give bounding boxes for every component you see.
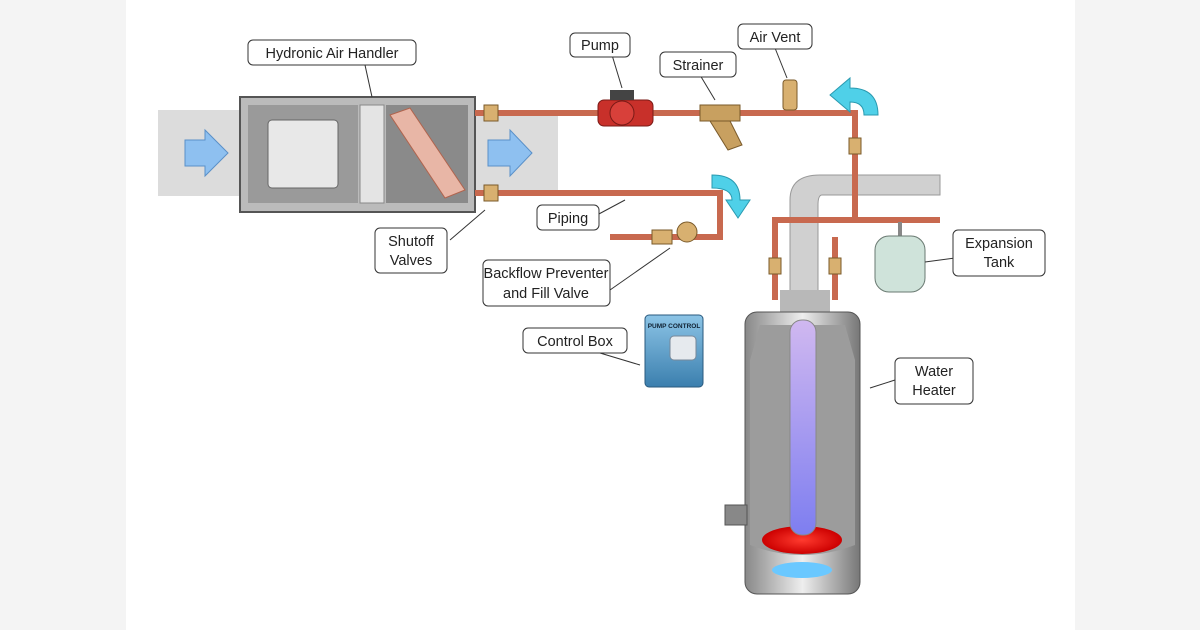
svg-text:Tank: Tank (984, 255, 1015, 271)
strainer (699, 104, 743, 151)
svg-text:and Fill Valve: and Fill Valve (503, 286, 589, 302)
label-strainer: Strainer (659, 51, 737, 78)
air-in-arrow-icon (184, 128, 229, 178)
svg-text:Valves: Valves (390, 253, 432, 269)
svg-text:Strainer: Strainer (673, 58, 724, 74)
flow-arrow-icon (711, 174, 751, 219)
flue-vent (780, 174, 941, 312)
svg-text:Piping: Piping (548, 211, 588, 227)
label-pump: Pump (569, 32, 631, 58)
svg-text:Air Vent: Air Vent (750, 30, 801, 46)
right-margin (1075, 0, 1200, 630)
svg-text:Pump: Pump (581, 38, 619, 54)
flow-arrow-icon (829, 76, 879, 116)
label-backflow-preventer: Backflow Preventer and Fill Valve (482, 259, 611, 307)
air-out-arrow-icon (487, 128, 533, 178)
leader-lines (364, 47, 956, 389)
label-air-vent: Air Vent (737, 23, 813, 50)
control-box-panel-label: PUMP CONTROL (648, 323, 701, 330)
control-box: PUMP CONTROL (644, 314, 704, 388)
expansion-tank (874, 222, 926, 293)
backflow-preventer (651, 221, 698, 245)
svg-text:Water: Water (915, 364, 953, 380)
svg-text:Control Box: Control Box (537, 334, 614, 350)
air-vent (782, 79, 798, 111)
label-control-box: Control Box (522, 327, 628, 354)
label-piping: Piping (536, 204, 600, 231)
pump (597, 90, 654, 127)
water-heater (724, 311, 861, 595)
label-hydronic-air-handler: Hydronic Air Handler (247, 39, 417, 66)
air-handler (239, 96, 476, 213)
svg-text:Backflow Preventer: Backflow Preventer (484, 266, 609, 282)
svg-text:Shutoff: Shutoff (388, 234, 435, 250)
svg-text:Hydronic Air Handler: Hydronic Air Handler (266, 46, 399, 62)
shutoff-valve (483, 104, 862, 275)
left-margin (0, 0, 126, 630)
svg-text:Expansion: Expansion (965, 236, 1033, 252)
svg-text:Heater: Heater (912, 383, 956, 399)
